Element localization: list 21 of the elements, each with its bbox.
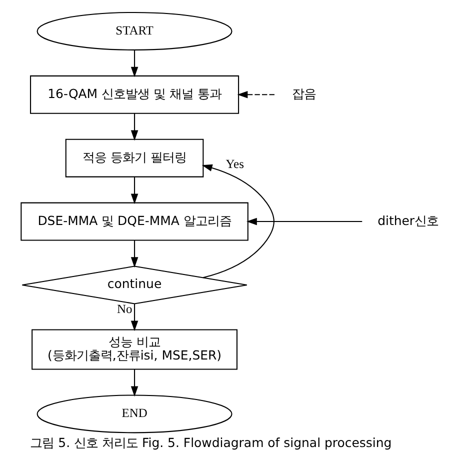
node-box: 성능 비교 (등화기출력,잔류isi, MSE,SER): [31, 329, 237, 370]
node-box: 16-QAM 신호발생 및 채널 통과: [30, 75, 239, 114]
arrow: [130, 369, 138, 397]
node-box: 적응 등화기 필터링: [64, 138, 204, 178]
caption: 그림 5. 신호 처리도 Fig. 5. Flowdiagram of signal processing: [30, 434, 392, 450]
edge-label: Yes: [225, 156, 244, 171]
node-ellipse: END: [36, 394, 232, 434]
node-text: dither신호: [377, 212, 438, 228]
arrow: [130, 304, 138, 332]
arrow: [236, 91, 276, 98]
arrow: [201, 164, 274, 278]
arrow: [130, 240, 138, 268]
node-text: 잡음: [292, 86, 316, 101]
node-diamond: continue: [21, 266, 247, 304]
arrow: [130, 113, 138, 141]
node-box: DSE-MMA 및 DQE-MMA 알고리즘: [20, 202, 248, 241]
arrow: [130, 176, 138, 204]
node-ellipse: START: [36, 12, 232, 50]
edge-label: No: [116, 302, 132, 316]
arrow: [130, 50, 138, 78]
arrow: [246, 218, 362, 226]
